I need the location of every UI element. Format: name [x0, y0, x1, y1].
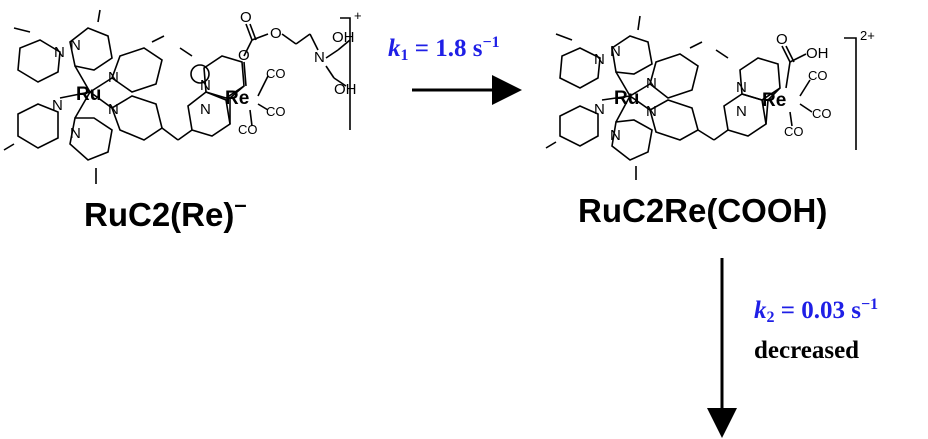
rate-constant-k1: k1 = 1.8 s−1: [388, 34, 500, 64]
right-oh-label: OH: [806, 45, 829, 62]
right-charge: 2+: [860, 28, 875, 43]
right-n-label: N: [610, 43, 621, 60]
left-ru-label: Ru: [76, 84, 101, 105]
right-n-label: N: [646, 103, 657, 120]
left-oh-label: OH: [334, 81, 357, 98]
left-o-label: O: [240, 9, 252, 26]
left-n-label: N: [314, 49, 325, 66]
right-molecule-name: RuC2Re(COOH): [578, 192, 828, 229]
left-molecule-name: RuC2(Re)–: [84, 192, 247, 233]
left-re-label: Re: [225, 88, 249, 109]
right-n-label: N: [610, 127, 621, 144]
right-co-label: CO: [808, 68, 828, 83]
right-o-label: O: [776, 31, 788, 48]
right-co-label: CO: [812, 106, 832, 121]
left-complex: [3, 9, 351, 184]
left-n-label: N: [200, 77, 211, 94]
right-n-label: N: [594, 51, 605, 68]
right-n-label: N: [736, 79, 747, 96]
right-complex: [545, 15, 857, 180]
left-co-label: CO: [266, 66, 286, 81]
right-n-label: N: [646, 75, 657, 92]
right-n-label: N: [594, 101, 605, 118]
left-co-label: CO: [266, 104, 286, 119]
left-oh-label: OH: [332, 29, 355, 46]
rate-constant-k2: k2 = 0.03 s−1: [754, 296, 879, 326]
left-n-label: N: [70, 125, 81, 142]
right-ru-label: Ru: [614, 88, 639, 109]
left-n-label: N: [108, 69, 119, 86]
right-n-label: N: [736, 103, 747, 120]
left-o-label: O: [238, 47, 250, 64]
right-re-label: Re: [762, 90, 786, 111]
left-o-label: O: [270, 25, 282, 42]
left-n-label: N: [200, 101, 211, 118]
right-co-label: CO: [784, 124, 804, 139]
decreased-note: decreased: [754, 337, 860, 364]
left-co-label: CO: [238, 122, 258, 137]
left-n-label: N: [52, 97, 63, 114]
left-charge: +: [354, 8, 362, 23]
left-n-label: N: [54, 44, 65, 61]
left-n-label: N: [108, 101, 119, 118]
left-n-label: N: [70, 37, 81, 54]
